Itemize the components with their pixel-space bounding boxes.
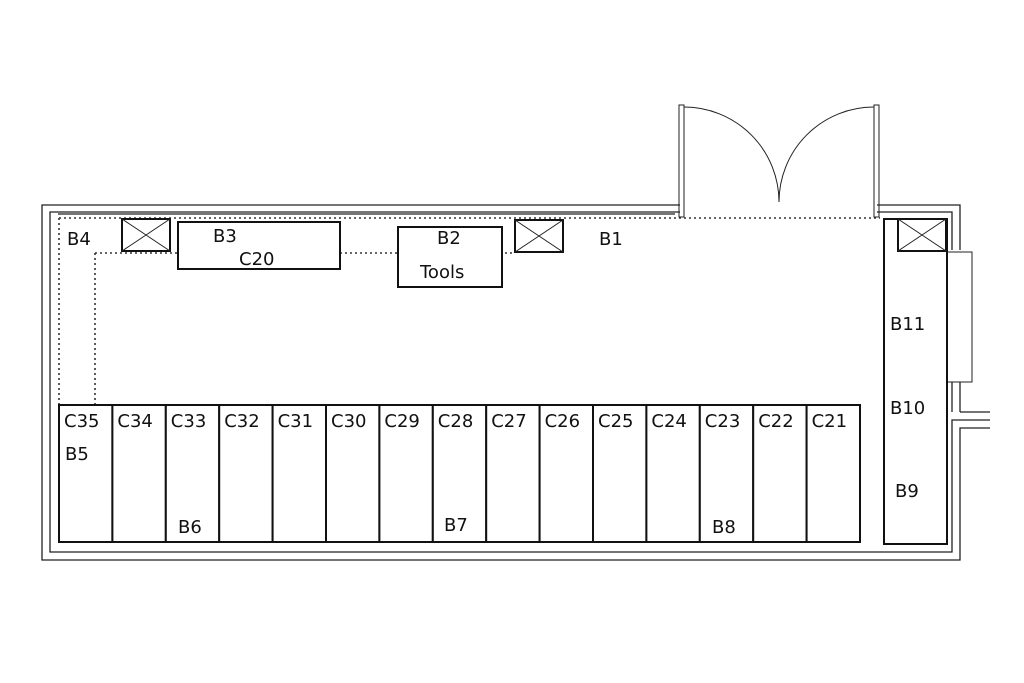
cabinet-c33 xyxy=(164,404,221,543)
cabinet-label-c29: C29 xyxy=(384,411,419,432)
cabinet-c27 xyxy=(485,404,541,543)
cabinet-c25 xyxy=(592,404,648,543)
label-b10: B10 xyxy=(890,398,925,419)
cabinet-label-c30: C30 xyxy=(331,411,366,432)
label-b9: B9 xyxy=(895,481,919,502)
cabinet-label-c21: C21 xyxy=(812,411,847,432)
label-b3: B3 xyxy=(213,226,237,247)
right-cabinet-column xyxy=(883,218,948,545)
label-b11: B11 xyxy=(890,314,925,335)
cabinet-c23 xyxy=(698,404,755,543)
tools-box xyxy=(397,226,503,288)
label-b1: B1 xyxy=(599,229,623,250)
cabinet-label-c33: C33 xyxy=(171,411,206,432)
cabinet-label-c24: C24 xyxy=(651,411,686,432)
cabinet-label-c31: C31 xyxy=(278,411,313,432)
cabinet-row: C35 C34 C33 C32 C31 C30 C29 C28 C27 C26 C25 C24 C23 C… xyxy=(58,404,861,543)
label-b7: B7 xyxy=(444,515,468,536)
cabinet-label-c26: C26 xyxy=(545,411,580,432)
cabinet-c29 xyxy=(378,404,434,543)
cabinet-label-c34: C34 xyxy=(117,411,152,432)
cabinet-label-c32: C32 xyxy=(224,411,259,432)
cabinet-c22 xyxy=(752,404,808,543)
junction-box-mid xyxy=(514,219,564,253)
label-tools: Tools xyxy=(419,262,464,283)
label-b8: B8 xyxy=(712,517,736,538)
label-b6: B6 xyxy=(178,517,202,538)
double-door xyxy=(678,104,880,218)
cabinet-c21 xyxy=(805,404,861,543)
cabinet-c24 xyxy=(645,404,701,543)
cabinet-label-c28: C28 xyxy=(438,411,473,432)
cabinet-c28 xyxy=(431,404,488,543)
cabinet-label-c35: C35 xyxy=(64,411,99,432)
cabinet-c34 xyxy=(111,404,167,543)
cabinet-label-c23: C23 xyxy=(705,411,740,432)
label-b4: B4 xyxy=(67,229,91,250)
cabinet-label-c27: C27 xyxy=(491,411,526,432)
label-b5: B5 xyxy=(65,444,89,465)
junction-box-left xyxy=(121,218,171,252)
label-b2: B2 xyxy=(437,228,461,249)
cabinet-c26 xyxy=(538,404,594,543)
label-c20: C20 xyxy=(239,249,274,270)
cabinet-c32 xyxy=(218,404,274,543)
cabinet-label-c22: C22 xyxy=(758,411,793,432)
cabinet-c31 xyxy=(271,404,328,543)
cabinet-label-c25: C25 xyxy=(598,411,633,432)
c20-box xyxy=(177,221,341,270)
cabinet-c35 xyxy=(58,404,114,543)
